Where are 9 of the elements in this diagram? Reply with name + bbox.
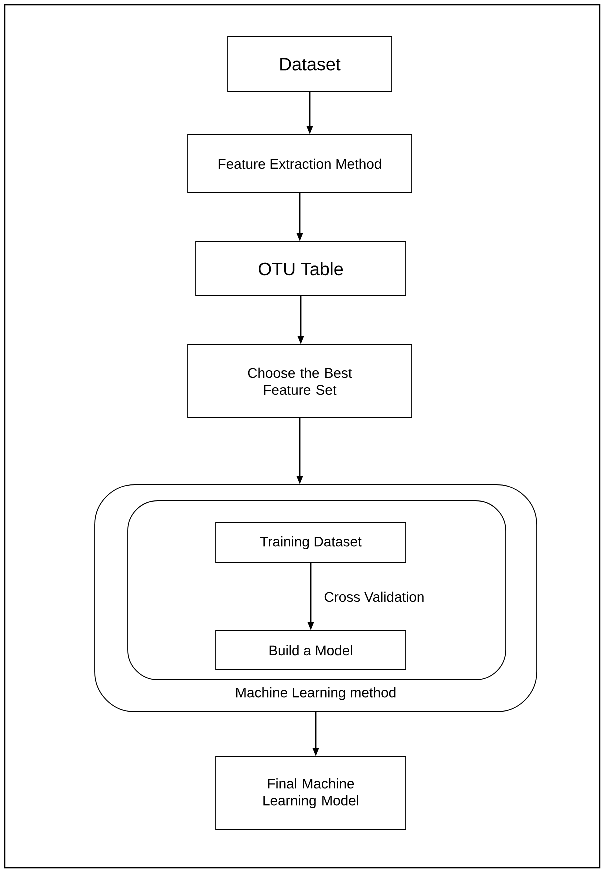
process-box: Dataset [228, 36, 392, 92]
process-box: Choose the Best Feature Set [188, 344, 412, 418]
process-box: Feature Extraction Method [188, 134, 412, 194]
process-box: OTU Table [196, 242, 406, 296]
process-box: Build a Model [216, 630, 406, 670]
group-box [128, 500, 506, 680]
edge-label: Cross Validation [324, 592, 424, 602]
process-box: Training Dataset [216, 522, 406, 564]
process-box: Final Machine Learning Model [216, 756, 406, 830]
